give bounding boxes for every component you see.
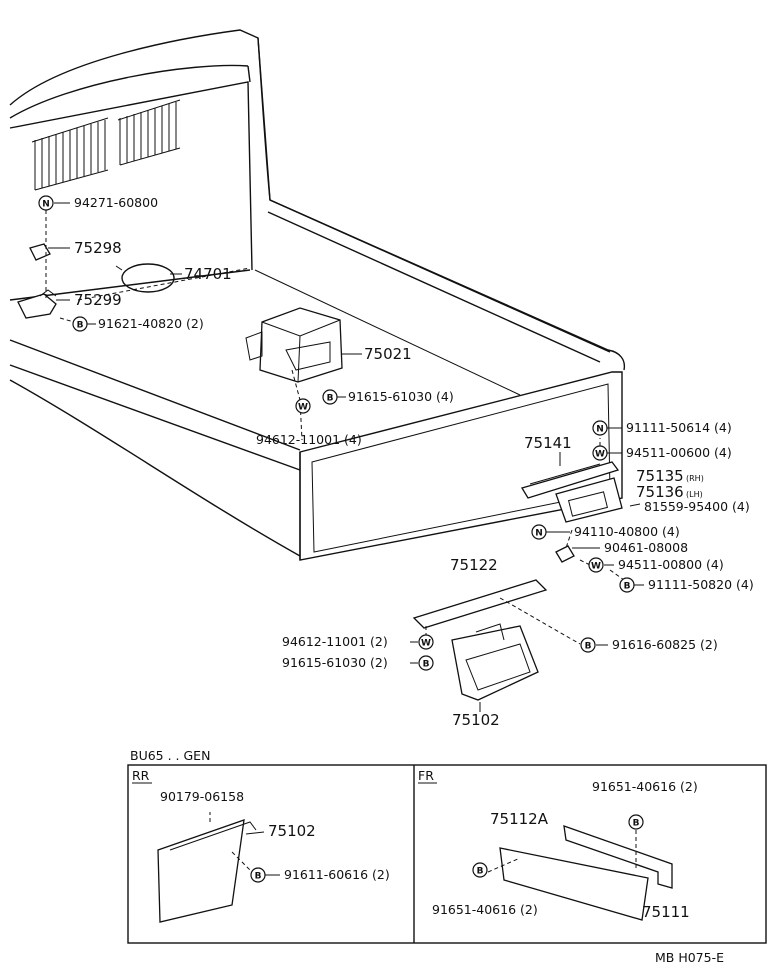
part-75122-strip [412,579,548,629]
callout-label: 75102 [268,822,316,840]
variant-box [127,764,767,944]
callout-suffix: (RH) [686,474,704,483]
svg-text:W: W [421,639,431,649]
part-75298-clip [29,243,51,261]
callout-label: 94612-11001 (4) [256,432,362,447]
variant-title: BU65 . . GEN [130,748,210,763]
callout-label: 75299 [74,291,122,309]
b-symbol: B [472,862,488,878]
fr-mudflap [499,847,649,921]
symbol-markers: N B W B N W N W B W B B B B B [38,195,644,883]
callout-label: 94612-11001 (2) [282,634,388,649]
svg-text:B: B [77,321,84,331]
fr-section-label: FR [418,768,434,783]
svg-text:B: B [477,867,484,877]
n-symbol: N [592,420,608,436]
w-symbol: W [588,557,604,573]
svg-text:B: B [624,582,631,592]
b-symbol: B [628,814,644,830]
callout-label: 75102 [452,711,500,729]
callout-label: 94511-00600 (4) [626,445,732,460]
svg-text:B: B [255,872,262,882]
callout-label: 91651-40616 (2) [432,902,538,917]
callout-label: 75136 [636,483,684,501]
truck-body-drawing [9,29,626,561]
rr-mudflap [157,819,245,923]
callout-label: 74701 [184,265,232,283]
b-symbol: B [580,637,596,653]
callout-labels: 94271-60800 75298 74701 75299 91621-4082… [74,195,754,965]
svg-text:B: B [585,642,592,652]
leader-lines [48,202,644,876]
b-symbol: B [619,577,635,593]
svg-text:W: W [591,562,601,572]
svg-text:N: N [596,425,604,435]
svg-text:B: B [423,660,430,670]
callout-label: 91111-50820 (4) [648,577,754,592]
callout-label: 91651-40616 (2) [592,779,698,794]
rr-section-label: RR [132,768,150,783]
callout-label: 91611-60616 (2) [284,867,390,882]
w-symbol: W [592,445,608,461]
part-75021-box [245,307,343,383]
callout-label: 90179-06158 [160,789,244,804]
callout-label: 75122 [450,556,498,574]
callout-label: 81559-95400 (4) [644,499,750,514]
fr-bracket [563,825,673,889]
callout-label: 91615-61030 (2) [282,655,388,670]
callout-label: 94511-00800 (4) [618,557,724,572]
diagram-code: MB H075-E [655,950,724,965]
callout-label: 91615-61030 (4) [348,389,454,404]
callout-label: 75111 [642,903,690,921]
callout-label: 75141 [524,434,572,452]
callout-label: 75298 [74,239,122,257]
w-symbol: W [418,634,434,650]
b-symbol: B [322,389,338,405]
part-74701-ring [121,263,175,293]
callout-label: 75135 [636,467,684,485]
svg-text:B: B [633,819,640,829]
rear-bracket-assembly [412,579,581,701]
b-symbol: B [250,867,266,883]
w-symbol: W [295,398,311,414]
svg-text:W: W [595,450,605,460]
callout-label: 94271-60800 [74,195,158,210]
callout-label: 91621-40820 (2) [98,316,204,331]
n-symbol: N [38,195,54,211]
callout-suffix: (LH) [686,490,703,499]
callout-label: 90461-08008 [604,540,688,555]
svg-text:B: B [327,394,334,404]
b-symbol: B [72,316,88,332]
callout-label: 91111-50614 (4) [626,420,732,435]
b-symbol: B [418,655,434,671]
part-75299-bracket [17,293,57,319]
n-symbol: N [531,524,547,540]
svg-text:W: W [298,403,308,413]
svg-text:N: N [42,200,50,210]
svg-text:N: N [535,529,543,539]
vent-group [31,99,181,191]
callout-label: 75021 [364,345,412,363]
callout-label: 91616-60825 (2) [612,637,718,652]
part-75102-plate [451,625,539,701]
callout-label: 75112A [490,810,549,828]
callout-label: 94110-40800 (4) [574,524,680,539]
